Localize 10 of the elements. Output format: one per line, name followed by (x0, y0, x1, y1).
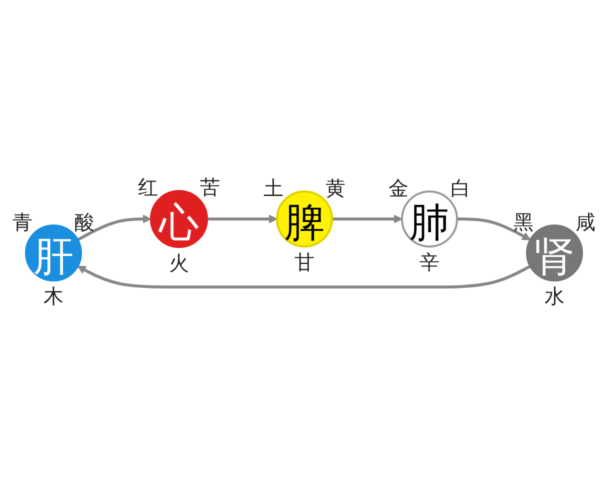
arrow (207, 214, 278, 223)
arrow (77, 264, 532, 288)
arrow (76, 214, 152, 241)
arrow (332, 214, 402, 223)
arrow (457, 217, 531, 240)
beside-label: 火 (169, 252, 189, 272)
beside-label: 甘 (294, 252, 314, 272)
beside-label: 木 (44, 286, 64, 306)
beside-label: 水 (544, 286, 564, 306)
beside-label: 辛 (420, 252, 440, 272)
